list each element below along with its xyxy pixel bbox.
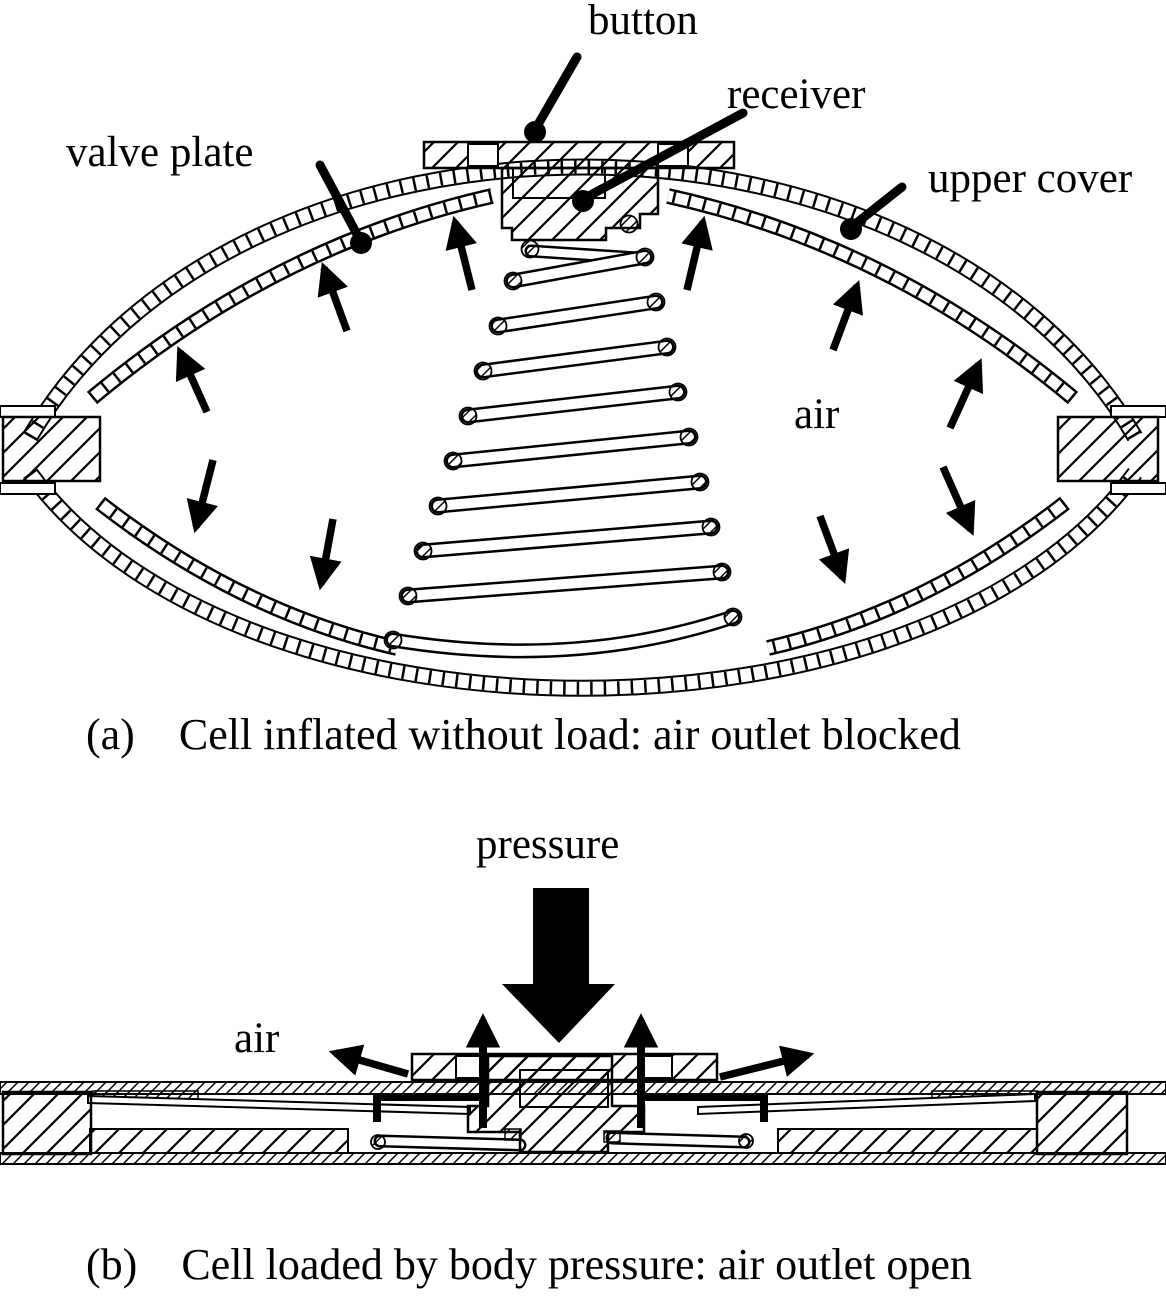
left-port-stub-top — [0, 405, 56, 418]
spring-coil — [383, 214, 743, 659]
lower-cover — [23, 467, 1142, 697]
receiver-leader — [580, 108, 748, 203]
label-air-a: air — [794, 391, 840, 438]
receiver-leader-dot — [572, 190, 594, 212]
air-pressure-arrows — [175, 215, 984, 591]
label-upper-cover: upper cover — [928, 155, 1133, 202]
spring-turns — [385, 244, 741, 659]
label-leaders — [315, 52, 907, 254]
label-receiver: receiver — [727, 71, 866, 118]
valve-plate-leader — [315, 160, 365, 245]
lower-plate-right — [777, 1128, 1038, 1154]
button-leader-dot — [524, 121, 546, 143]
bottom-membrane-strip — [0, 1152, 1166, 1165]
valve-plate-lower-right — [766, 496, 1070, 656]
lower-plate-left — [89, 1128, 349, 1154]
caption-a-text: Cell inflated without load: air outlet b… — [178, 710, 961, 759]
right-edge-block — [1056, 415, 1160, 483]
upper-cover-leader-dot — [840, 218, 862, 240]
valve-plate-b-right — [697, 1092, 1036, 1116]
panel-b-drawing — [0, 888, 1166, 1165]
label-valve-plate: valve plate — [66, 129, 254, 176]
left-edge-block-b — [1, 1090, 93, 1156]
left-edge-block — [1, 415, 102, 483]
right-edge-block-b — [1035, 1090, 1129, 1156]
label-pressure: pressure — [476, 821, 620, 868]
right-port-stub-bottom — [1110, 482, 1166, 495]
valve-plate-upper-right — [666, 188, 1079, 405]
air-up-arrows — [465, 1013, 659, 1128]
panel-a-drawing — [0, 52, 1166, 697]
button-leader — [531, 52, 582, 133]
caption-a: (a) Cell inflated without load: air outl… — [86, 710, 961, 759]
compressed-spring — [370, 1128, 754, 1152]
pressure-arrow — [502, 888, 615, 1043]
upper-cover-leader — [849, 182, 907, 230]
label-air-b: air — [234, 1015, 280, 1062]
label-button: button — [588, 0, 698, 44]
button-flange-b — [410, 1052, 719, 1082]
flange-notch-left — [467, 143, 499, 167]
air-outlet-path — [373, 1093, 768, 1122]
caption-b: (b) Cell loaded by body pressure: air ou… — [86, 1240, 972, 1289]
air-out-arrows — [328, 1044, 815, 1081]
valve-plate-leader-dot — [350, 232, 372, 254]
caption-b-text: Cell loaded by body pressure: air outlet… — [181, 1240, 972, 1289]
right-port-stub-top — [1110, 405, 1166, 418]
valve-plate-upper-left — [86, 188, 494, 405]
caption-a-marker: (a) — [86, 710, 135, 759]
valve-plate-lower-left — [95, 496, 399, 656]
caption-b-marker: (b) — [86, 1240, 138, 1289]
left-port-stub-bottom — [0, 482, 56, 495]
